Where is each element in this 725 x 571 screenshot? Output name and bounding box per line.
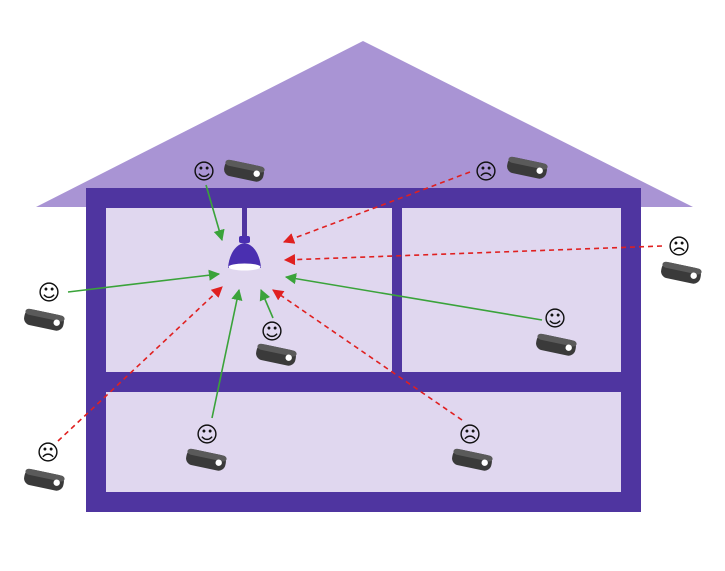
remote-outside-bottom-left: ☹ [24, 441, 65, 491]
key-fob-remote-icon [24, 468, 65, 491]
remote-outside-left: ☺ [24, 281, 65, 331]
remote-key-ring-hole [285, 354, 292, 361]
signal-arrow-bad [272, 289, 463, 421]
signal-arrow-good [67, 269, 221, 293]
sad-face-icon: ☹ [37, 441, 60, 466]
remote-key-ring-hole [481, 459, 488, 466]
remote-upper-room-left: ☺ [256, 320, 297, 366]
upper-left-room [106, 208, 392, 372]
signal-arrow-bad [57, 286, 223, 442]
happy-face-icon: ☺ [261, 320, 284, 345]
remote-top [508, 156, 548, 170]
remote-key-ring-hole [215, 459, 222, 466]
lower-room [106, 392, 621, 492]
remote-top [257, 343, 297, 357]
remote-roof-right: ☹ [475, 156, 548, 185]
house-roof [36, 41, 693, 207]
remote-lower-room-right: ☹ [452, 423, 493, 471]
signal-arrow-good [211, 288, 243, 419]
key-fob-remote-icon [224, 159, 265, 182]
sad-face-icon: ☹ [475, 160, 498, 185]
remote-key-ring-hole [565, 344, 572, 351]
remote-top [25, 468, 65, 482]
remote-key-ring-hole [53, 319, 60, 326]
lamp-cord [242, 198, 247, 238]
signal-arrow-good [259, 288, 274, 319]
remote-key-ring-hole [253, 170, 260, 177]
remote-outside-right: ☹ [661, 235, 702, 284]
remote-top [453, 448, 493, 462]
signal-arrow-good [205, 184, 225, 242]
remote-key-ring-hole [536, 167, 543, 174]
remote-top [25, 308, 65, 322]
pendant-lamp-icon [228, 198, 261, 271]
remote-key-ring-hole [53, 479, 60, 486]
remote-key-ring-hole [690, 272, 697, 279]
remote-roof-left: ☺ [193, 159, 265, 185]
remote-top [225, 159, 265, 173]
signal-arrow-good [284, 273, 543, 321]
happy-face-icon: ☺ [196, 423, 219, 448]
signal-arrow-bad [282, 171, 471, 244]
lamp-socket [239, 236, 250, 243]
happy-face-icon: ☺ [193, 160, 216, 185]
upper-right-room [402, 208, 621, 372]
happy-face-icon: ☺ [544, 307, 567, 332]
sad-face-icon: ☹ [668, 235, 691, 260]
key-fob-remote-icon [256, 343, 297, 366]
lamp-shade [228, 243, 261, 268]
key-fob-remote-icon [186, 448, 227, 471]
key-fob-remote-icon [536, 333, 577, 356]
key-fob-remote-icon [661, 261, 702, 284]
happy-face-icon: ☺ [38, 281, 61, 306]
remote-top [537, 333, 577, 347]
lamp-glow [228, 263, 261, 271]
remote-upper-room-right: ☺ [536, 307, 577, 356]
sad-face-icon: ☹ [459, 423, 482, 448]
key-fob-remote-icon [507, 156, 548, 179]
key-fob-remote-icon [24, 308, 65, 331]
remote-top [662, 261, 702, 275]
remote-lower-room-left: ☺ [186, 423, 227, 471]
key-fob-remote-icon [452, 448, 493, 471]
remote-top [187, 448, 227, 462]
remotes-layer: ☺ ☹ ☹ ☺ ☺ ☺ ☺ ☹ ☹ [24, 156, 702, 491]
